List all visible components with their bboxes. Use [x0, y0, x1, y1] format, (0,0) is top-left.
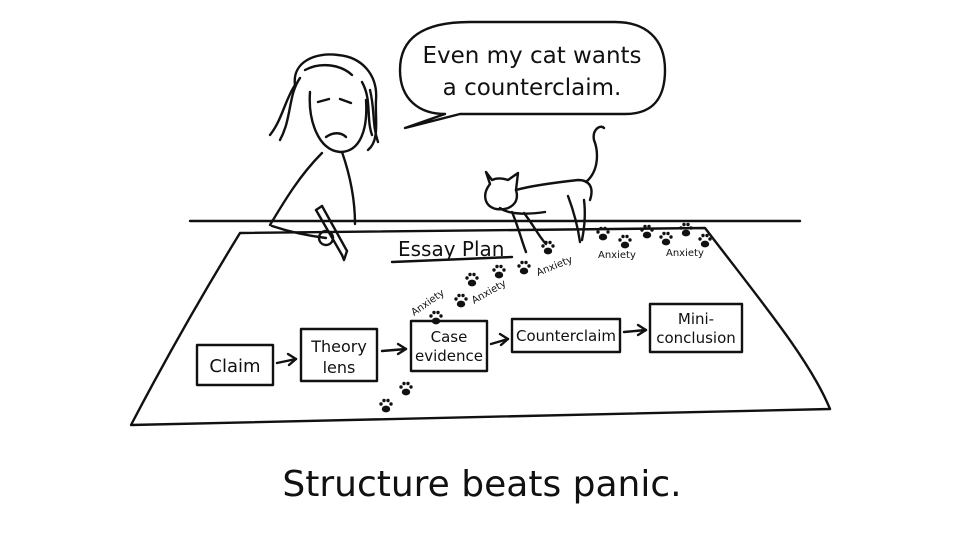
plan-step-box: [195, 343, 275, 387]
paper-sheet: [129, 226, 832, 427]
paw-label: Anxiety: [409, 288, 446, 319]
paw-print-icon: [640, 224, 654, 239]
paw-label: Anxiety: [666, 248, 704, 259]
plan-step-label: lens: [323, 358, 356, 377]
paw-print-icon: [679, 222, 693, 237]
paw-trail: [379, 222, 712, 413]
plan-step-box: [510, 317, 622, 354]
paw-print-icon: [429, 310, 443, 325]
plan-step-label: Theory: [310, 337, 367, 356]
speech-text-line-1: Even my cat wants: [422, 43, 641, 69]
essay-plan-heading: Essay Plan: [398, 237, 504, 261]
arrow-right-icon: [622, 323, 648, 337]
paw-print-icon: [465, 272, 479, 287]
cat-icon: [484, 125, 606, 254]
paw-print-icon: [517, 260, 531, 275]
arrow-right-icon: [275, 352, 298, 367]
paw-print-icon: [596, 226, 610, 241]
paw-print-icon: [379, 398, 393, 413]
caption: Structure beats panic.: [282, 464, 681, 505]
plan-step-label: conclusion: [656, 329, 736, 347]
paw-print-icon: [541, 240, 555, 255]
plan-step-label: Case: [431, 328, 468, 346]
plan-step-box: [409, 319, 489, 373]
plan-step-box: [648, 302, 744, 354]
plan-step-label: Claim: [209, 356, 260, 377]
speech-bubble: [398, 20, 667, 130]
plan-step-label: evidence: [415, 347, 483, 365]
paw-label: Anxiety: [535, 254, 574, 278]
arrow-right-icon: [380, 342, 408, 356]
paw-print-icon: [618, 234, 632, 249]
plan-step-label: Counterclaim: [516, 327, 616, 345]
speech-text-line-2: a counterclaim.: [443, 75, 622, 101]
heading-underline: [390, 255, 514, 264]
paw-print-icon: [454, 293, 468, 308]
plan-step-label: Mini-: [678, 310, 714, 328]
stick-figure-person: [268, 53, 380, 262]
arrow-right-icon: [489, 332, 510, 347]
plan-step-box: [299, 327, 379, 383]
paw-print-icon: [492, 264, 506, 279]
paw-print-icon: [698, 233, 712, 248]
paw-print-icon: [659, 231, 673, 246]
paw-label: Anxiety: [598, 250, 636, 261]
paw-print-icon: [399, 381, 413, 396]
